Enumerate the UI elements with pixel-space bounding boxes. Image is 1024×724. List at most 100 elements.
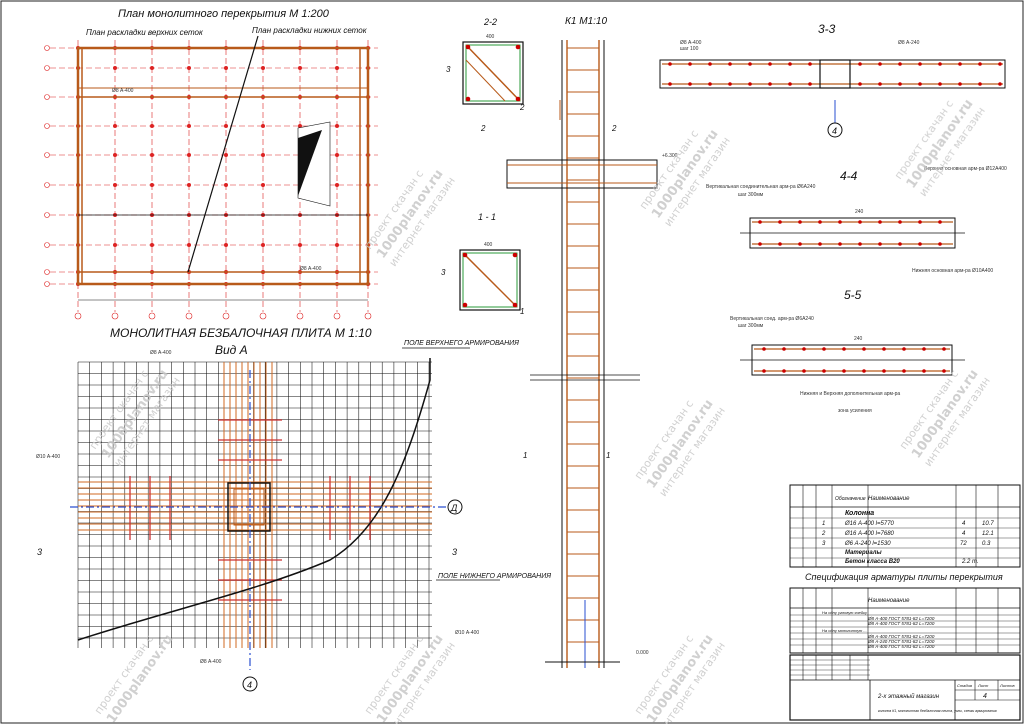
col-mark-2b: 2: [611, 124, 617, 133]
floor-plan: План монолитного перекрытия М 1:200 План…: [44, 8, 378, 320]
plan-rebar-label-2: Ø8 А-400: [300, 266, 322, 272]
title-block: 2-х этажный магазин колонна К1, монолитн…: [789, 654, 1021, 721]
sec33-axis-label: 4: [832, 126, 837, 136]
tb-label-sheet: Лист: [977, 683, 989, 688]
tb-sheet-no: 4: [983, 693, 987, 700]
spec-col-name-3: Ø6 А-240 l=1530: [844, 541, 891, 547]
sec55-note1-step: шаг 300мм: [738, 323, 764, 329]
sec44-note2: Верхняя основная арм-ра Ø12А400: [924, 166, 1007, 172]
spec-slab-row-1: Ø8 А-400 ГОСТ 5781-82 L=7200: [867, 616, 935, 621]
section-2-2: 2-2 3 2 400: [446, 17, 525, 112]
section-mark-3-left: 3: [37, 547, 42, 557]
lower-field-label: ПОЛЕ НИЖНЕГО АРМИРОВАНИЯ: [438, 573, 551, 580]
axis-d-marker: [447, 499, 463, 515]
spec-col-qty-2: 4: [962, 531, 966, 537]
spec-col-qty-1: 4: [962, 521, 966, 527]
plan-title: План монолитного перекрытия М 1:200: [118, 8, 330, 20]
spec-col-qty-3: 72: [960, 541, 967, 547]
mesh-rebar-label-3: Ø10 А-400: [455, 630, 479, 636]
sec44-dim: 240: [855, 209, 864, 215]
sec33-step: шаг 100: [680, 46, 699, 52]
sec22-dim: 400: [486, 34, 495, 40]
slab-outline: [76, 46, 370, 286]
tb-label-stage: Стадия: [957, 683, 973, 688]
sec33-axis-marker: [827, 122, 843, 138]
elev-top: +6.300: [662, 153, 678, 159]
stair-opening: [298, 130, 322, 196]
axis-4-label: 4: [247, 680, 252, 690]
top-mesh-title: План раскладки верхних сеток: [86, 28, 204, 37]
spec-col-name-2: Ø16 А-400 l=7680: [844, 531, 895, 537]
sec55-dim: 240: [854, 336, 863, 342]
sec11-dim: 400: [484, 242, 493, 248]
col-mark-2: 2: [480, 124, 486, 133]
field-boundary: [77, 358, 431, 641]
sec11-mark-1: 1: [520, 307, 524, 316]
spec-col-name-1: Ø16 А-400 l=5770: [844, 521, 895, 527]
view-a-title: Вид А: [215, 343, 248, 357]
section-55-title: 5-5: [844, 288, 862, 302]
section-1-1: 1 - 1 3 1 400: [441, 212, 524, 316]
sec22-mark-2: 2: [519, 103, 525, 112]
spec-col-header-name: Наименование: [868, 496, 910, 502]
spec-col-mass-1: 10.7: [982, 521, 994, 527]
section-3-3: 3-3 4 Ø8 А-400 шаг 100 Ø8 А-240: [659, 22, 1006, 138]
spec-col-pos-2: 2: [821, 531, 826, 537]
spec-col-pos-1: 1: [822, 521, 825, 527]
elev-bottom: 0.000: [636, 650, 649, 656]
rebar-mesh: [77, 361, 432, 648]
bottom-mesh-title: План раскладки нижних сеток: [252, 26, 368, 35]
sec55-note2: Нижняя и Верхняя дополнительная арм-ра: [800, 391, 900, 397]
sec11-mark-3: 3: [441, 268, 446, 277]
spec-col-pos-3: 3: [822, 541, 826, 547]
mesh-rebar-label: Ø8 А-400: [150, 350, 172, 356]
spec-col-concrete-qty: 2.2 т.: [961, 559, 979, 565]
axis-d-label: Д: [450, 503, 458, 513]
section-22-title: 2-2: [483, 17, 497, 27]
tb-note: колонна К1, монолитная безбалочная плита…: [878, 709, 997, 713]
sec22-mark-3: 3: [446, 65, 451, 74]
sec33-rebar-2: Ø8 А-240: [898, 40, 920, 46]
tb-project: 2-х этажный магазин: [877, 693, 940, 700]
axis-4-marker: [242, 676, 258, 692]
mesh-rebar-label-2: Ø8 А-400: [200, 659, 222, 665]
spec-col-header-code: Обозначение: [835, 496, 866, 502]
spec-slab-group2: На одну монолитную ...: [822, 628, 867, 633]
col-mark-1: 1: [523, 451, 527, 460]
section-4-4: 4-4 Вертикальная соединительная арм-ра Ø…: [706, 166, 1007, 274]
section-33-title: 3-3: [818, 22, 836, 36]
spec-col-concrete: Бетон класса В20: [845, 559, 900, 565]
mesh-rebar-label-4: Ø10 А-400: [36, 454, 60, 460]
tb-label-sheets: Листов: [999, 683, 1015, 688]
sec44-note1: Вертикальная соединительная арм-ра Ø6А24…: [706, 184, 816, 190]
section-5-5: 5-5 Вертикальная соед. арм-ра Ø6А240 шаг…: [730, 288, 965, 414]
section-mark-3-right: 3: [452, 547, 457, 557]
upper-field-label: ПОЛЕ ВЕРХНЕГО АРМИРОВАНИЯ: [404, 340, 519, 347]
sec33-rebar: Ø8 А-400: [680, 40, 702, 46]
spec-column-table: Наименование Обозначение Колонна 1 Ø16 А…: [789, 484, 1021, 568]
sec44-note1-step: шаг 300мм: [738, 192, 764, 198]
spec-slab-table: Спецификация арматуры плиты перекрытия Н…: [789, 572, 1021, 654]
section-44-title: 4-4: [840, 169, 858, 183]
section-11-title: 1 - 1: [478, 212, 496, 222]
spec-slab-row-4: Ø8 А-240 ГОСТ 5781-82 L=7200: [867, 639, 935, 644]
column-title: К1 М1:10: [565, 16, 607, 27]
sec55-note3: зона усиления: [838, 408, 872, 414]
spec-col-mass-3: 0.3: [982, 541, 991, 547]
spec-col-materials: Материалы: [845, 550, 882, 556]
spec-slab-group1: На одну угловую ячейку: [822, 610, 868, 615]
col-mark-1b: 1: [606, 451, 610, 460]
sec44-note3: Нижняя основная арм-ра Ø10А400: [912, 268, 993, 274]
plan-rebar-label: Ø8 А-400: [112, 88, 134, 94]
sec55-note1: Вертикальная соед. арм-ра Ø6А240: [730, 316, 814, 322]
spec-slab-row-5: Ø8 А-400 ГОСТ 5781-82 L=7200: [867, 644, 935, 649]
spec-slab-row-3: Ø8 А-400 ГОСТ 5781-82 L=7200: [867, 634, 935, 639]
spec-col-group: Колонна: [845, 510, 874, 517]
column-k1: К1 М1:10 +6.300 0.000 2 2 1 1: [480, 16, 678, 668]
slab-title: МОНОЛИТНАЯ БЕЗБАЛОЧНАЯ ПЛИТА М 1:10: [110, 326, 372, 340]
spec-col-mass-2: 12.1: [982, 531, 994, 537]
spec-slab-row-2: Ø8 А-400 ГОСТ 5781-82 L=7200: [867, 621, 935, 626]
spec-slab-header-name: Наименование: [868, 598, 910, 604]
slab-view-a: МОНОЛИТНАЯ БЕЗБАЛОЧНАЯ ПЛИТА М 1:10 Вид …: [36, 326, 551, 692]
